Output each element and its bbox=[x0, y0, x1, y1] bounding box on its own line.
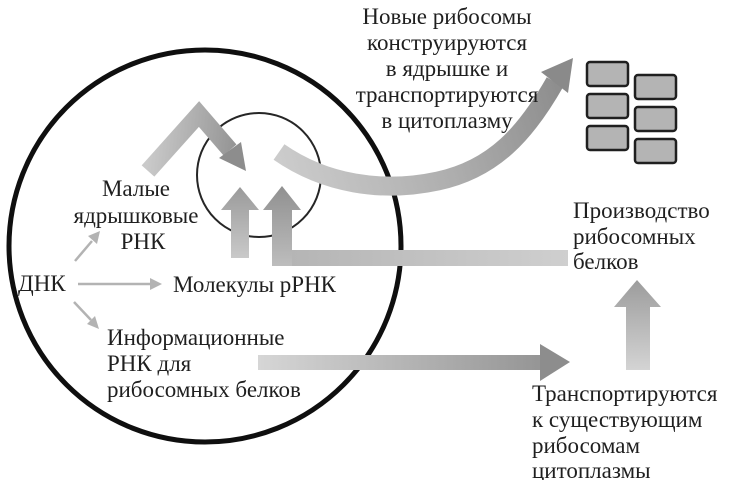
arrow-dnk-to-snorna-head bbox=[88, 231, 100, 244]
top-label: Новые рибосомы конструируются в ядрышке … bbox=[356, 4, 539, 133]
transport-label-line-1: Транспортируются bbox=[532, 381, 718, 406]
top-label-line-1: Новые рибосомы bbox=[362, 4, 531, 29]
arrow-snorna-to-nucleolus bbox=[141, 101, 246, 177]
arrow-dnk-to-mrna-head bbox=[87, 316, 99, 329]
production-label-line-1: Производство bbox=[573, 198, 710, 223]
transport-label: Транспортируются к существующим рибосома… bbox=[532, 381, 718, 480]
arrow-dnk-to-snorna-line bbox=[74, 240, 93, 262]
arrow-nucleolus-to-cytoplasm bbox=[273, 58, 573, 196]
arrow-mrna-to-cytoplasm bbox=[258, 344, 570, 381]
mrna-label: Информационные РНК для рибосомных белков bbox=[107, 325, 301, 402]
arrow-mrna-head bbox=[540, 344, 570, 381]
snorna-label: Малые ядрышковые РНК bbox=[74, 176, 199, 254]
ribosome-rect bbox=[585, 92, 630, 120]
arrow-dnk-to-rrna-head bbox=[150, 278, 162, 290]
ribosome-rect bbox=[633, 105, 678, 133]
arrow-swoosh-head bbox=[541, 58, 573, 93]
top-label-line-2: конструируются bbox=[367, 30, 527, 55]
mrna-label-line-2: РНК для bbox=[107, 351, 192, 376]
nucleus-circle bbox=[6, 47, 404, 445]
ribosome-rect bbox=[633, 137, 678, 165]
arrow-mrna-shaft bbox=[258, 355, 542, 370]
arrow-rrna-up bbox=[221, 187, 259, 258]
ribosome-group bbox=[585, 60, 678, 165]
arrow-to-protein-production bbox=[614, 280, 661, 370]
band-proteins-return bbox=[292, 250, 568, 266]
rrna-label: Молекулы рРНК bbox=[173, 272, 337, 297]
ribosome-rect bbox=[585, 124, 630, 152]
arrow-snorna-shaft bbox=[141, 101, 237, 177]
transport-label-line-3: рибосомам bbox=[532, 433, 640, 458]
production-label-line-3: белков bbox=[573, 249, 639, 274]
arrow-dnk-to-snorna bbox=[74, 231, 100, 262]
arrow-dnk-to-mrna bbox=[73, 301, 99, 329]
snorna-label-line-2: ядрышковые bbox=[74, 203, 199, 228]
ribosome-rect bbox=[633, 73, 678, 101]
production-label: Производство рибосомных белков bbox=[573, 198, 710, 274]
mrna-label-line-1: Информационные bbox=[107, 325, 284, 350]
arrow-dnk-to-mrna-line bbox=[73, 301, 92, 321]
ribosome-rect bbox=[585, 60, 630, 88]
dnk-label: ДНК bbox=[18, 271, 66, 296]
top-label-line-3: в ядрышке и bbox=[386, 56, 508, 81]
snorna-label-line-3: РНК bbox=[121, 229, 166, 254]
arrow-dnk-to-rrna bbox=[78, 278, 162, 290]
transport-label-line-2: к существующим bbox=[532, 407, 703, 432]
arrow-snorna-head bbox=[219, 142, 246, 171]
arrow-swoosh-shaft bbox=[273, 77, 564, 196]
transport-label-line-4: цитоплазмы bbox=[532, 458, 651, 480]
production-label-line-2: рибосомных bbox=[573, 224, 696, 249]
mrna-label-line-3: рибосомных белков bbox=[107, 377, 301, 402]
top-label-line-5: в цитоплазму bbox=[381, 108, 513, 133]
top-label-line-4: транспортируются bbox=[356, 82, 539, 107]
arrow-proteins-up bbox=[263, 186, 301, 266]
snorna-label-line-1: Малые bbox=[102, 176, 170, 201]
